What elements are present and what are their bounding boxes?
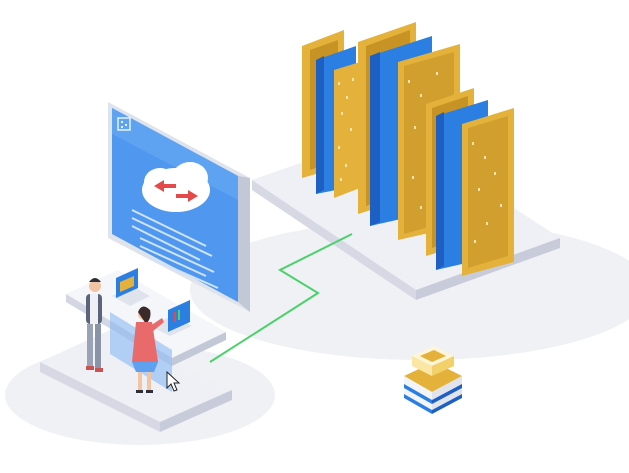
- qr-code-icon: [117, 117, 131, 131]
- person-icon: [86, 278, 103, 372]
- server-rack-icon: [358, 22, 460, 240]
- laptop-icon: [150, 300, 192, 336]
- screen-text-lines: [131, 209, 219, 289]
- server-rack-icon: [302, 30, 360, 198]
- cloud-sync-icon: [142, 162, 210, 212]
- storage-box-icon: [404, 346, 462, 414]
- laptop-icon: [112, 268, 150, 306]
- cloud-dashboard-screen: [108, 102, 250, 312]
- network-connector-line: [209, 233, 353, 363]
- person-icon: [132, 306, 164, 393]
- server-rack-icon: [426, 88, 514, 276]
- mouse-cursor-icon: [166, 370, 181, 392]
